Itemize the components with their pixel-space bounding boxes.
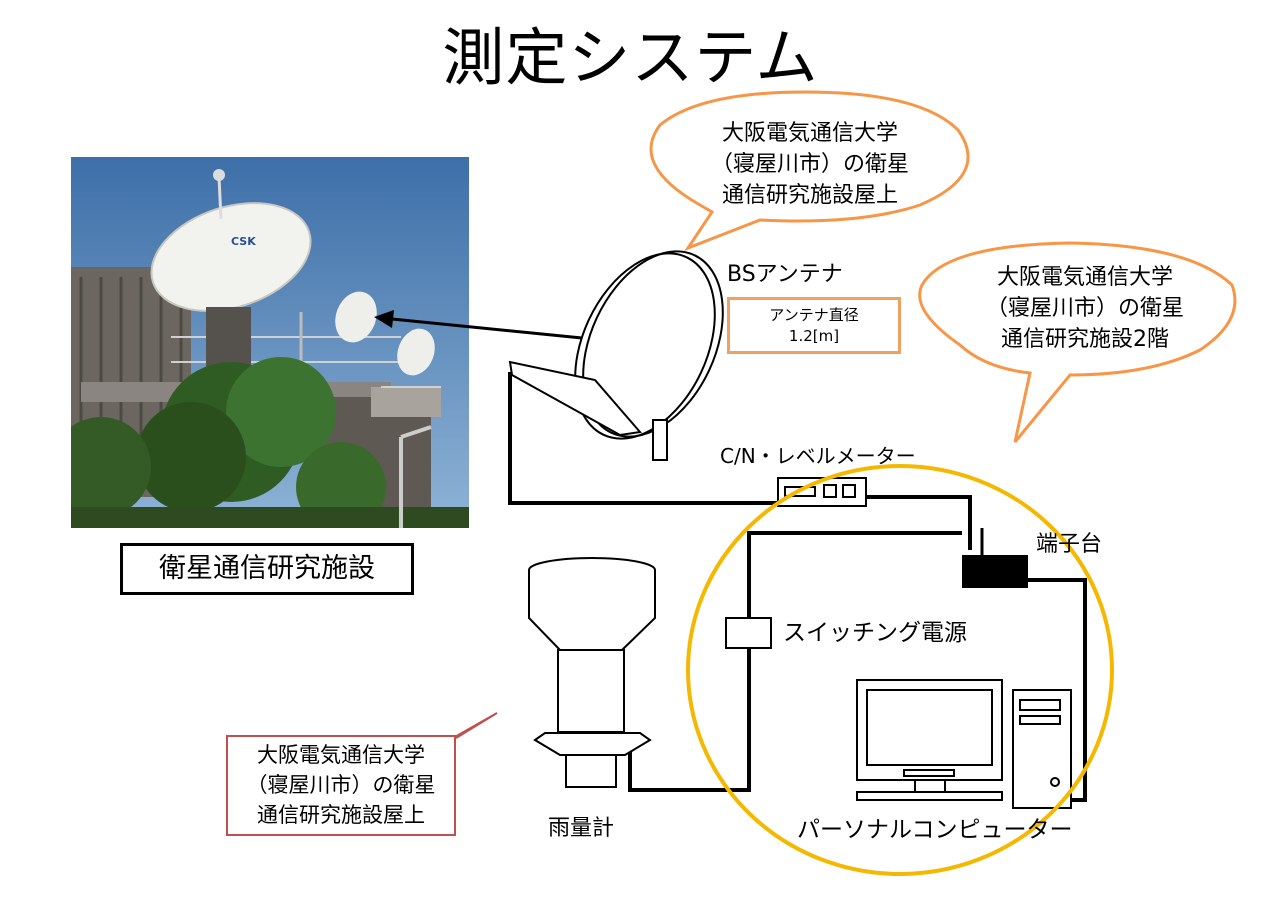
antenna-label: BSアンテナ bbox=[727, 262, 843, 287]
facility-photo: CSK bbox=[71, 157, 469, 528]
switching-power-drawing bbox=[725, 617, 772, 649]
bs-antenna-drawing bbox=[508, 250, 724, 461]
callout-line: （寝屋川市）の衛星 bbox=[710, 152, 909, 177]
callout-line: 通信研究施設2階 bbox=[1001, 327, 1169, 352]
antenna-diameter-box: アンテナ直径 1.2[m] bbox=[727, 297, 901, 354]
callout-antenna-location: 大阪電気通信大学 （寝屋川市）の衛星 通信研究施設屋上 bbox=[660, 118, 960, 211]
rain-gauge-drawing bbox=[528, 557, 656, 788]
terminal-block-drawing bbox=[962, 555, 1028, 588]
cn-meter-label: C/N・レベルメーター bbox=[720, 444, 916, 468]
photo-caption: 衛星通信研究施設 bbox=[120, 543, 414, 595]
rain-gauge-label: 雨量計 bbox=[548, 816, 615, 841]
personal-computer-drawing bbox=[856, 679, 1072, 809]
callout-line: （寝屋川市）の衛星 bbox=[246, 773, 436, 797]
antenna-diameter-value: 1.2[m] bbox=[788, 327, 840, 345]
pointer-arrow bbox=[374, 310, 583, 340]
personal-computer-label: パーソナルコンピューター bbox=[797, 817, 1073, 843]
callout-line: （寝屋川市）の衛星 bbox=[985, 296, 1184, 321]
callout-line: 通信研究施設屋上 bbox=[257, 803, 425, 827]
callout-line: 通信研究施設屋上 bbox=[721, 183, 898, 208]
large-dish: CSK bbox=[150, 169, 312, 367]
callout-line: 大阪電気通信大学 bbox=[996, 265, 1173, 290]
callout-rain-gauge-location: 大阪電気通信大学 （寝屋川市）の衛星 通信研究施設屋上 bbox=[226, 735, 456, 836]
terminal-label: 端子台 bbox=[1036, 532, 1103, 557]
callout-line: 大阪電気通信大学 bbox=[257, 743, 425, 767]
indoor-equipment-circle bbox=[686, 464, 1114, 876]
svg-text:CSK: CSK bbox=[231, 235, 256, 248]
callout-antenna-location-bubble bbox=[649, 90, 970, 252]
callout-line: 大阪電気通信大学 bbox=[721, 121, 898, 146]
callout-equipment-location: 大阪電気通信大学 （寝屋川市）の衛星 通信研究施設2階 bbox=[935, 262, 1235, 355]
antenna-diameter-label: アンテナ直径 bbox=[769, 306, 859, 324]
slide-title: 測定システム bbox=[442, 21, 819, 94]
callout-equipment-location-bubble bbox=[918, 241, 1237, 443]
switching-power-label: スイッチング電源 bbox=[783, 620, 967, 646]
